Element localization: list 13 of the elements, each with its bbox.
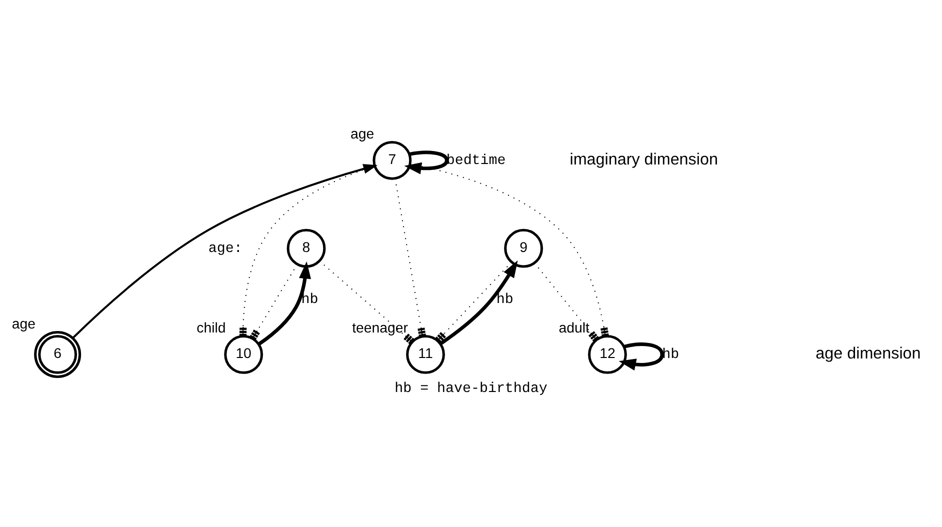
edge-label: hb — [496, 292, 514, 308]
edge-label: age: — [208, 241, 242, 258]
edge-label: hb — [301, 292, 318, 308]
label: age dimension — [816, 344, 921, 362]
node-label: teenager — [352, 319, 408, 336]
node-label: child — [196, 319, 226, 336]
edge-label: hb — [662, 347, 680, 364]
caption: hb = have-birthday — [394, 381, 548, 398]
label: imaginary dimension — [570, 150, 718, 168]
node-label: age — [350, 125, 374, 142]
edge-label: bedtime — [446, 153, 506, 170]
node-label: adult — [558, 319, 590, 336]
node-label: age — [12, 315, 36, 332]
